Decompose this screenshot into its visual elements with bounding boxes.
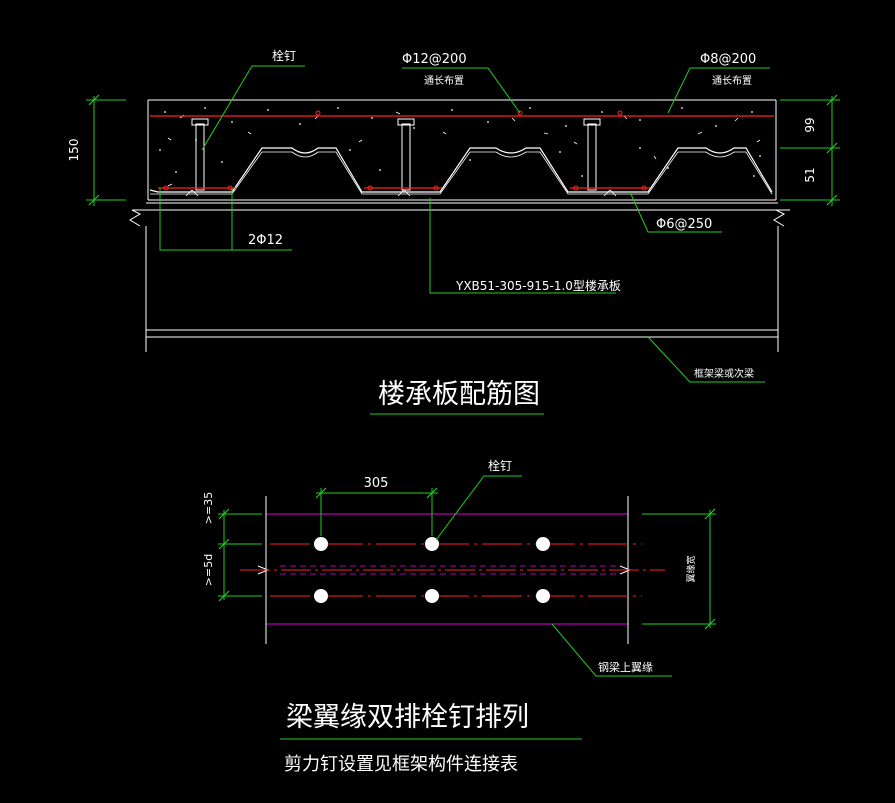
dim-tick [704, 618, 716, 630]
stud-dot [425, 589, 439, 603]
stud-head [583, 118, 601, 126]
label-rib-bars: 2Φ12 [248, 233, 283, 248]
leader-deck [429, 198, 616, 294]
concrete-hatch [159, 107, 761, 177]
label-dist-bar-note: 通长布置 [712, 75, 752, 87]
dim-tick [426, 487, 438, 499]
dim-width-label: 翼缘宽 [685, 555, 697, 582]
dim-tick [826, 94, 838, 106]
deck-stiffener [603, 189, 617, 197]
stud-dot [536, 537, 550, 551]
dim-bottom-label: 51 [803, 167, 817, 182]
deck-profile-inner [150, 151, 773, 195]
dim-tick [88, 194, 100, 206]
dim-tick [826, 194, 838, 206]
shear-studs [191, 118, 601, 191]
stud-dot [314, 537, 328, 551]
deck-title: 楼承板配筋图 [378, 379, 540, 410]
leader-plan-stud [435, 475, 522, 541]
label-deck: YXB51-305-915-1.0型楼承板 [455, 278, 621, 293]
dim-tick [218, 590, 230, 602]
leader-dist-bar [667, 67, 770, 114]
dim-tick [88, 94, 100, 106]
break-right [773, 209, 786, 227]
plan-title: 梁翼缘双排栓钉排列 [286, 702, 529, 733]
dim-spacing-label: 305 [364, 476, 389, 491]
deck-profile [149, 147, 773, 193]
dim-row-label: >=5d [202, 554, 215, 586]
deck-stiffener [185, 189, 199, 197]
stud [587, 123, 597, 191]
label-dist-bar: Φ8@200 [700, 52, 756, 67]
stud [195, 123, 205, 191]
stud-dots [314, 537, 550, 603]
leader-top-bar [402, 67, 521, 114]
stud-dot [314, 589, 328, 603]
dim-total-label: 150 [67, 139, 81, 162]
dim-tick [315, 487, 327, 499]
deck-section: 150 99 51 栓钉 Φ12@200 通长布置 Φ8@200 通长布置 2Φ… [67, 48, 840, 415]
label-beam: 框架梁或次梁 [694, 367, 754, 380]
dim-tick [826, 142, 838, 154]
stud-head [191, 118, 209, 126]
dim-tick [218, 538, 230, 550]
stud-layout-plan: 305 栓钉 >=35 >=5d 翼缘宽 钢梁上翼缘 梁翼缘双排栓钉排列 剪力钉… [202, 458, 716, 775]
dim-edge-label: >=35 [202, 492, 215, 524]
label-stud: 栓钉 [272, 48, 296, 63]
leader-flange [551, 623, 672, 677]
rib-rebar-dots [163, 185, 647, 191]
dim-tick [218, 508, 230, 520]
label-flange: 钢梁上翼缘 [598, 660, 653, 674]
leader-beam [647, 336, 765, 383]
stud [401, 123, 411, 191]
label-stirrup: Φ6@250 [656, 217, 712, 232]
stud-head [397, 118, 415, 126]
leader-rib-bars [159, 188, 292, 251]
label-top-bar-note: 通长布置 [424, 75, 464, 87]
leader-stirrup [629, 191, 722, 233]
stud-dot [425, 537, 439, 551]
stud-dot [536, 589, 550, 603]
top-rebar-dots [315, 110, 623, 116]
label-top-bar: Φ12@200 [402, 52, 467, 67]
concrete-ticks [167, 111, 761, 187]
deck-stiffener [397, 189, 411, 197]
dim-top-label: 99 [803, 117, 817, 132]
plan-note: 剪力钉设置见框架构件连接表 [284, 754, 518, 775]
label-plan-stud: 栓钉 [488, 458, 512, 473]
dim-tick [704, 508, 716, 520]
break-left [129, 209, 142, 227]
leader-stud [201, 65, 305, 151]
